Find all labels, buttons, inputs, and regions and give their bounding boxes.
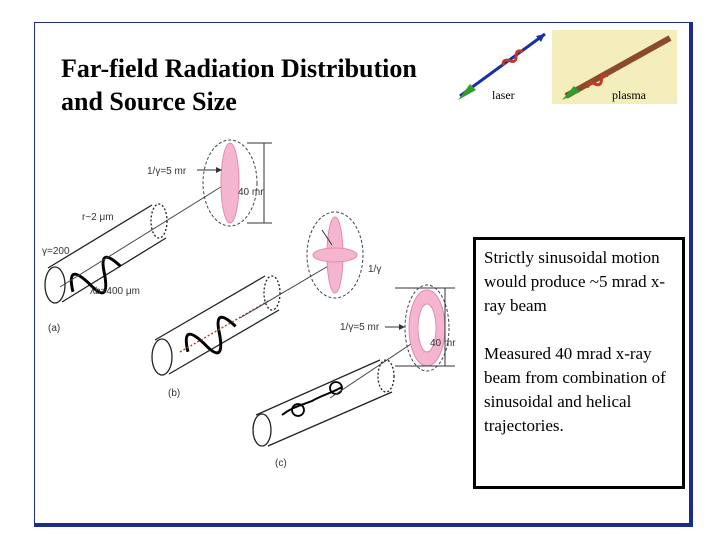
radiation-lobe-mid <box>306 211 364 299</box>
trajectory-b <box>184 315 237 355</box>
label-radius: r~2 μm <box>82 212 114 223</box>
slide-title: Far-field Radiation Distribution and Sou… <box>61 52 417 118</box>
trajectory-a <box>69 255 122 295</box>
paragraph-sinusoidal: Strictly sinusoidal motion would produce… <box>484 248 666 315</box>
label-gamma: γ=200 <box>42 246 70 257</box>
axis-line-b <box>179 299 271 353</box>
label-a: (a) <box>48 323 61 334</box>
label-40mr-mid: 40 mr <box>430 338 456 349</box>
axis-line-a <box>59 179 233 288</box>
paragraph-measured: Measured 40 mrad x-ray beam from combina… <box>484 344 666 435</box>
label-40mr-top: 40 mr <box>238 187 264 198</box>
trajectory-c <box>281 386 343 416</box>
cylinder-c <box>252 359 395 447</box>
axis-line-b2 <box>239 261 336 319</box>
label-inv-gamma-top: 1/γ=5 mr <box>147 166 187 177</box>
title-line-2: and Source Size <box>61 87 237 116</box>
helix-loop-1 <box>291 403 305 417</box>
label-inv-gamma-right: 1/γ <box>368 264 382 275</box>
cylinder-b <box>151 275 281 376</box>
label-lambda: λb=400 μm <box>90 286 140 297</box>
title-line-1: Far-field Radiation Distribution <box>61 54 417 83</box>
label-b: (b) <box>168 388 181 399</box>
axis-line-c <box>329 337 421 399</box>
label-inv-gamma-mid: 1/γ=5 mr <box>340 322 380 333</box>
laser-label: laser <box>492 88 515 102</box>
plasma-beam <box>562 35 672 100</box>
radiation-lobe-top <box>197 139 272 227</box>
radiation-ring <box>385 284 455 372</box>
label-c: (c) <box>275 458 287 469</box>
laser-beam <box>458 32 546 100</box>
explanation-box: Strictly sinusoidal motion would produce… <box>473 237 685 489</box>
plasma-label: plasma <box>612 88 646 102</box>
